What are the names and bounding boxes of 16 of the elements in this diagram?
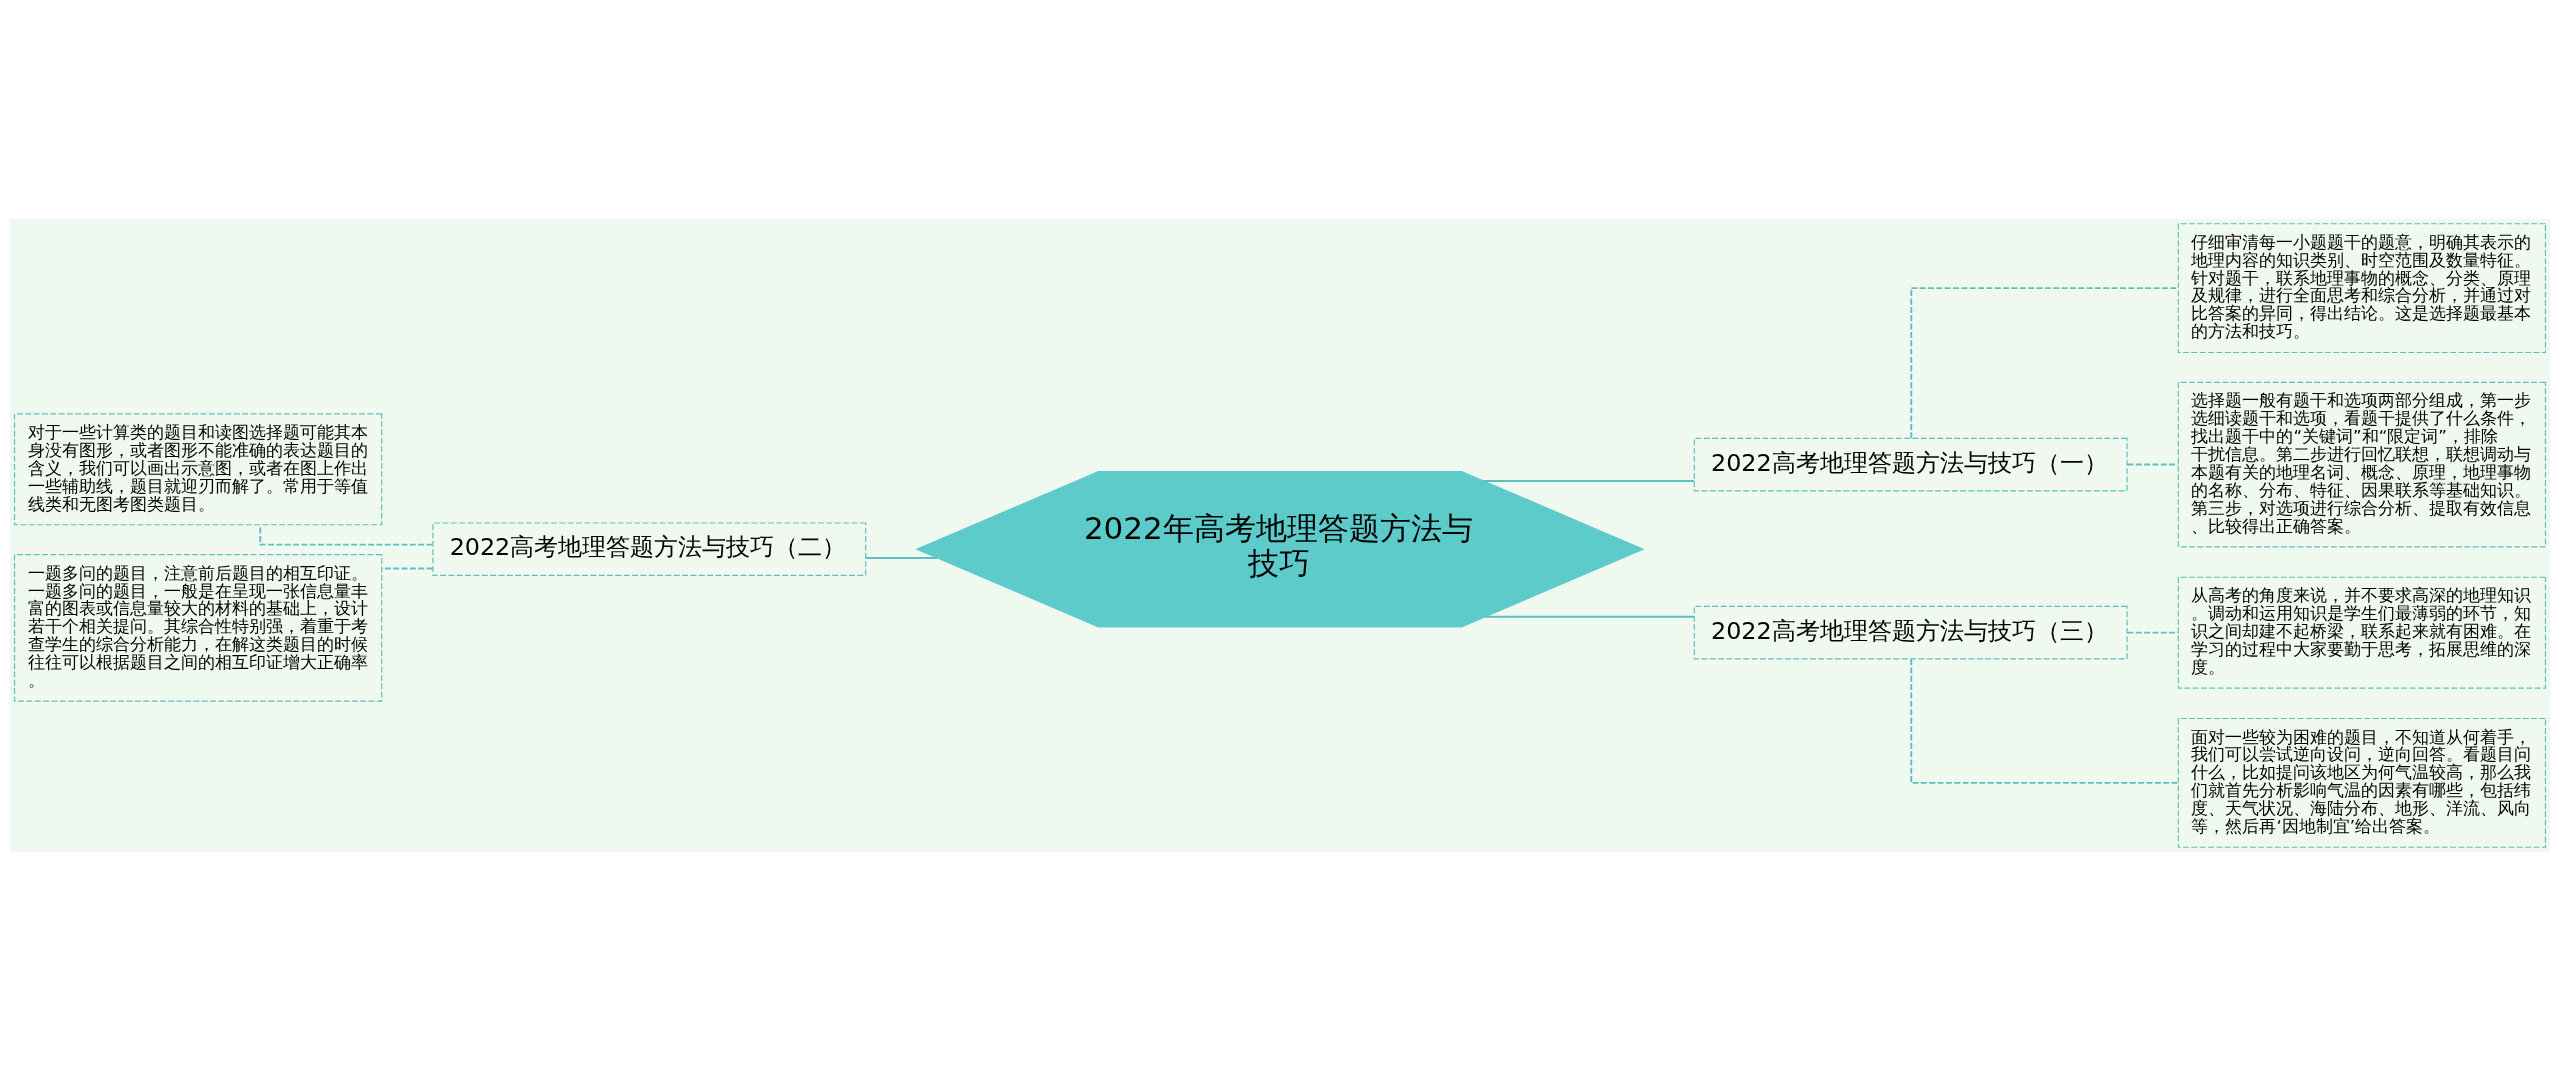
- connector: [2126, 463, 2179, 466]
- connector: [2126, 631, 2179, 634]
- node-box: 对于一些计算类的题目和读图选择题可能其本身没有图形，或者图形不能准确的表达题目的含义，我们可以画出示意图，或者在图上作出一些辅助线，题目就迎刃而解了。常用于等值线类和无图考图类题目。: [13, 413, 383, 526]
- connector: [1482, 480, 1695, 483]
- node-box: 仔细审清每一小题题干的题意，明确其表示的地理内容的知识类别、时空范围及数量特征。针对题干，联系地理事物的概念、分类、原理及规律，进行全面思考和综合分析，并通过对比答案的异同，得出结论。这是选择题最基本的方法和技巧。: [2177, 223, 2547, 354]
- connector: [381, 567, 434, 570]
- connector: [864, 557, 938, 559]
- node-box: 面对一些较为困难的题目，不知道从何着手，我们可以尝试逆向设问，逆向回答。看题目问什么，比如提问该地区为何气温较高，那么我们就首先分析影响气温的因素有哪些，包括纬度、天气状况、海陆分布、地形、洋流、风向等，然后再‘因地制宜’给出答案。: [2177, 717, 2547, 848]
- node-box: 选择题一般有题干和选项两部分组成，第一步选细读题干和选项，看题干提供了什么条件，找出题干中的“关键词”和“限定词”，排除干扰信息。第二步进行回忆联想，联想调动与本题有关的地理名词、概念、原理，地理事物的名称、分布、特征、因果联系等基础知识。第三步，对选项进行综合分析、提取有效信息、比较得出正确答案。: [2177, 381, 2547, 548]
- connector: [1484, 615, 1696, 618]
- connector: [1910, 658, 2180, 784]
- node-box: 2022高考地理答题方法与技巧（一）: [1693, 437, 2128, 492]
- node-box: 从高考的角度来说，并不要求高深的地理知识。调动和运用知识是学生们最薄弱的环节，知识之间却建不起桥梁，联系起来就有困难。在学习的过程中大家要勤于思考，拓展思维的深度。: [2177, 576, 2547, 689]
- node-box: 2022高考地理答题方法与技巧（三）: [1693, 605, 2128, 660]
- node-box: 2022高考地理答题方法与技巧（二）: [432, 522, 867, 577]
- node-box: 一题多问的题目，注意前后题目的相互印证。一题多问的题目，一般是在呈现一张信息量丰富的图表或信息量较大的材料的基础上，设计若干个相关提问。其综合性特别强，着重于考查学生的综合分析能力，在解这类题目的时候往往可以根据题目之间的相互印证增大正确率。: [13, 553, 383, 702]
